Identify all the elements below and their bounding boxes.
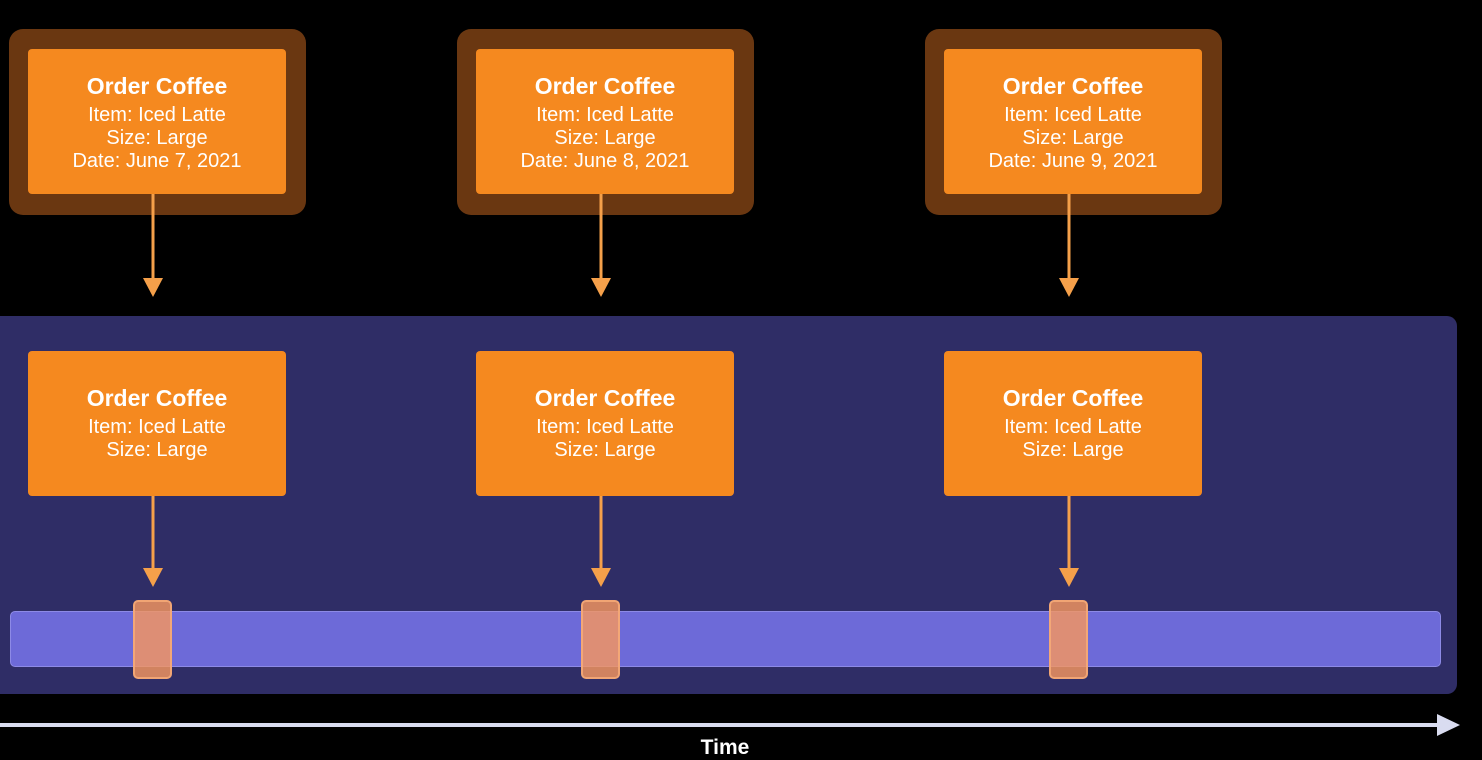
event-date: Date: June 7, 2021 [72, 150, 242, 172]
event-title: Order Coffee [1002, 385, 1144, 411]
event-item: Item: Iced Latte [1004, 104, 1142, 126]
timeline-marker-3 [1049, 600, 1088, 679]
timeline-track [10, 611, 1441, 667]
event-title: Order Coffee [86, 385, 228, 411]
time-axis-label: Time [700, 736, 750, 759]
event-size: Size: Large [106, 439, 208, 461]
event-size: Size: Large [1022, 439, 1124, 461]
arrowhead-2b [591, 568, 611, 587]
event-card-3: Order Coffee Item: Iced Latte Size: Larg… [944, 351, 1202, 496]
event-item: Item: Iced Latte [1004, 416, 1142, 438]
event-item: Item: Iced Latte [536, 416, 674, 438]
arrowhead-3a [1059, 278, 1079, 297]
event-item: Item: Iced Latte [536, 104, 674, 126]
event-card-2: Order Coffee Item: Iced Latte Size: Larg… [476, 351, 734, 496]
event-date: Date: June 9, 2021 [988, 150, 1158, 172]
event-card-1: Order Coffee Item: Iced Latte Size: Larg… [28, 351, 286, 496]
event-card-dated-3: Order Coffee Item: Iced Latte Size: Larg… [944, 49, 1202, 194]
event-size: Size: Large [554, 127, 656, 149]
event-size: Size: Large [106, 127, 208, 149]
timeline-marker-2 [581, 600, 620, 679]
event-title: Order Coffee [534, 73, 676, 99]
time-axis [0, 714, 1460, 736]
event-item: Item: Iced Latte [88, 416, 226, 438]
event-card-dated-1: Order Coffee Item: Iced Latte Size: Larg… [28, 49, 286, 194]
timeline-marker-1 [133, 600, 172, 679]
arrowhead-1b [143, 568, 163, 587]
event-size: Size: Large [554, 439, 656, 461]
arrowhead-3b [1059, 568, 1079, 587]
arrowhead-2a [591, 278, 611, 297]
time-axis-arrowhead [1437, 714, 1460, 736]
event-size: Size: Large [1022, 127, 1124, 149]
event-card-dated-2: Order Coffee Item: Iced Latte Size: Larg… [476, 49, 734, 194]
event-date: Date: June 8, 2021 [520, 150, 690, 172]
arrowhead-1a [143, 278, 163, 297]
event-title: Order Coffee [1002, 73, 1144, 99]
event-title: Order Coffee [86, 73, 228, 99]
event-title: Order Coffee [534, 385, 676, 411]
event-item: Item: Iced Latte [88, 104, 226, 126]
